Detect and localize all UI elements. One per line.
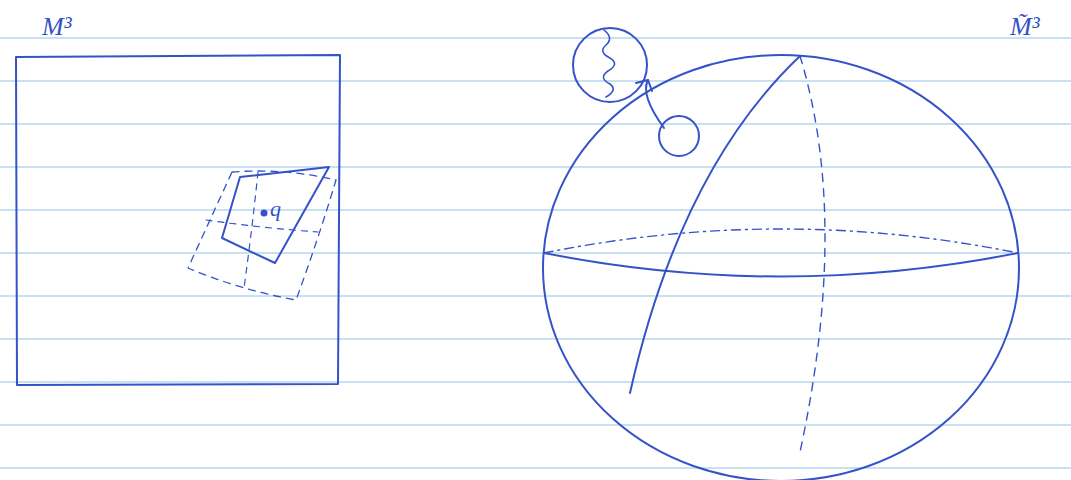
sphere-outline bbox=[543, 55, 1019, 480]
equator-front bbox=[544, 253, 1018, 277]
neighbourhood-dashed bbox=[188, 171, 336, 300]
math-label: M³ bbox=[42, 14, 71, 40]
meridian-front bbox=[630, 56, 800, 393]
patch-grid-dashed bbox=[206, 220, 318, 232]
zoom-leader bbox=[646, 80, 664, 128]
meridian-back bbox=[800, 56, 825, 452]
math-label: M̃³ bbox=[1010, 14, 1039, 40]
tangent-patch bbox=[222, 167, 329, 263]
point-q bbox=[262, 211, 267, 216]
equator-back bbox=[544, 229, 1018, 253]
manifold-square bbox=[16, 55, 340, 385]
ruled-lines bbox=[0, 38, 1071, 468]
wavy-curve bbox=[603, 30, 615, 97]
zoom-circle bbox=[573, 28, 647, 102]
zoom-region bbox=[659, 116, 699, 156]
math-label: q bbox=[270, 198, 281, 220]
patch-grid-dashed bbox=[244, 172, 258, 288]
